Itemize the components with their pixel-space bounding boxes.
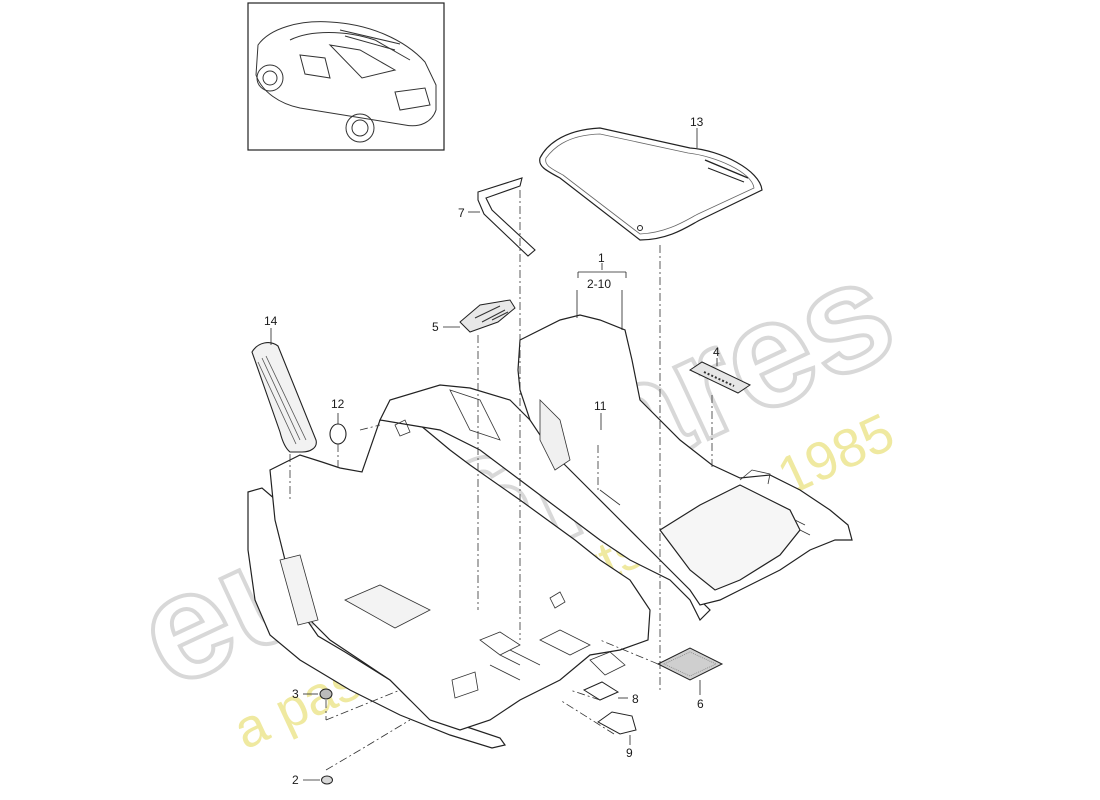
callout-leaders <box>270 128 718 781</box>
part-1-floor-covering <box>247 314 853 749</box>
vehicle-suv-icon <box>255 21 437 143</box>
callout-8: 8 <box>632 692 639 706</box>
callout-3: 3 <box>292 687 299 701</box>
callout-5: 5 <box>432 320 439 334</box>
part-6-sound-pad <box>656 647 724 681</box>
leader-lines <box>289 190 713 771</box>
callout-11: 11 <box>594 399 607 413</box>
callout-14: 14 <box>264 314 278 328</box>
callout-12: 12 <box>331 397 345 411</box>
vehicle-thumbnail <box>247 2 445 151</box>
part-7-trim-strip <box>477 177 536 257</box>
callout-9: 9 <box>626 746 633 760</box>
callout-2: 2 <box>292 773 299 787</box>
part-12-plug <box>329 423 347 445</box>
callouts: 13 7 1 2-10 5 14 4 12 11 3 8 6 9 2 <box>264 115 720 787</box>
part-4-plate <box>688 361 752 394</box>
part-14-footrest <box>251 342 317 453</box>
callout-7: 7 <box>458 206 465 220</box>
callout-4: 4 <box>713 345 720 359</box>
part-13-luggage-mat <box>539 127 763 241</box>
part-2-clip <box>321 775 333 785</box>
part-9-pad <box>597 711 637 735</box>
callout-6: 6 <box>697 697 704 711</box>
callout-1: 1 <box>598 251 605 265</box>
part-3-grommet <box>319 688 333 700</box>
part-5-cover <box>459 299 516 333</box>
part-8-pad <box>582 681 620 701</box>
callout-2-10: 2-10 <box>587 277 611 291</box>
callout-13: 13 <box>690 115 704 129</box>
floor-detail-lines <box>279 389 811 699</box>
